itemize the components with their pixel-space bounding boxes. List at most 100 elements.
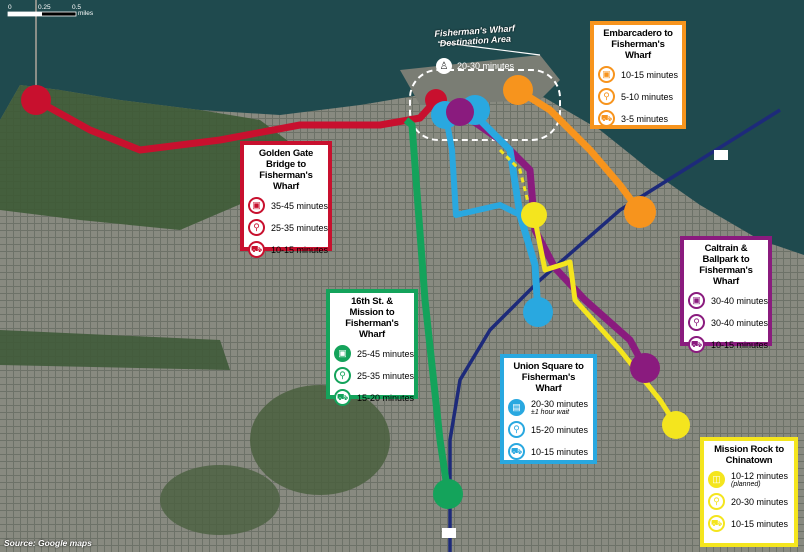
legend-caltrain-ballpark: Caltrain & Ballpark to Fisherman's Wharf… <box>680 236 772 353</box>
legend-time-value: 15-20 minutes <box>531 424 589 435</box>
scale-tick-2: 0.5 <box>72 4 82 11</box>
legend-golden-gate: Golden Gate Bridge to Fisherman's Wharf ▣… <box>240 141 332 258</box>
legend-time-value: 25-35 minutes <box>357 370 415 381</box>
caltrain-endpoint <box>630 353 660 383</box>
bike-icon: ⚲ <box>598 88 615 105</box>
legend-row: ◫ 10-12 minutes(planned) <box>708 471 790 488</box>
scale-bar <box>7 11 77 17</box>
union-square-endpoint <box>523 297 553 327</box>
ggb-endpoint <box>21 85 51 115</box>
legend-mission-rock: Mission Rock to Chinatown◫10-12 minutes(… <box>700 437 798 547</box>
mission-rock-endpoint <box>662 411 690 439</box>
route-mission-rock-planned <box>498 148 532 211</box>
legend-time: 10-15 minutes <box>271 245 328 255</box>
map-source: Source: Google maps <box>4 538 92 548</box>
scale-unit: miles <box>78 10 94 17</box>
legend-time-value: 25-35 minutes <box>271 222 329 233</box>
cable-car-icon: ▤ <box>508 399 525 416</box>
legend-time: 15-20 minutes <box>531 425 588 435</box>
scale-tick-1: 0.25 <box>38 4 51 11</box>
bike-icon: ⚲ <box>708 493 725 510</box>
legend-time-value: 20-30 minutes <box>531 399 589 409</box>
route-union-square-b <box>442 111 522 218</box>
bus-icon: ▣ <box>248 197 265 214</box>
embarcadero-endpoint <box>624 196 656 228</box>
legend-time: 5-10 minutes <box>621 92 673 102</box>
chinatown-endpoint <box>521 202 547 228</box>
legend-union-square: Union Square to Fisherman's Wharf ▤ 20-30 … <box>500 354 597 464</box>
legend-time: 20-30 minutes±1 hour wait <box>531 399 588 416</box>
legend-time-value: 10-12 minutes <box>731 471 789 481</box>
legend-title: Golden Gate Bridge to Fisherman's Wharf <box>258 148 314 192</box>
legend-title: Union Square to Fisherman's Wharf <box>513 361 584 394</box>
streetcar-icon: ◫ <box>708 471 725 488</box>
walk-time: 20-30 minutes <box>457 61 515 71</box>
destination-span-arrow <box>437 41 541 56</box>
train-icon-south <box>442 528 456 538</box>
legend-time-value: 5-10 minutes <box>621 91 674 102</box>
legend-time: 30-40 minutes <box>711 318 768 328</box>
legend-title: 16th St. & Mission to Fisherman's Wharf <box>345 296 399 340</box>
legend-time-value: 10-15 minutes <box>711 339 769 350</box>
legend-time-value: 10-15 minutes <box>271 244 329 255</box>
legend-time-value: 15-20 minutes <box>357 392 415 403</box>
legend-title: Embarcadero to Fisherman's Wharf <box>603 28 673 61</box>
route-16th-mission <box>403 117 452 495</box>
legend-title: Caltrain & Ballpark to Fisherman's Wharf <box>699 243 753 287</box>
route-embarcadero <box>514 86 644 216</box>
bike-icon: ⚲ <box>334 367 351 384</box>
legend-embarcadero: Embarcadero to Fisherman's Wharf ▣ 10-15 m… <box>590 21 686 129</box>
legend-row: ⛟ 15-20 minutes <box>334 389 414 406</box>
legend-time-value: 35-45 minutes <box>271 200 329 211</box>
embarcadero-endpoint-wharf <box>503 75 533 105</box>
legend-row: ▣ 35-45 minutes <box>248 197 328 214</box>
legend-time: 35-45 minutes <box>271 201 328 211</box>
legend-time: 20-30 minutes <box>731 497 788 507</box>
car-icon: ⛟ <box>708 515 725 532</box>
legend-row: ▣ 10-15 minutes <box>598 66 678 83</box>
legend-16th-mission: 16th St. & Mission to Fisherman's Wharf ▣… <box>326 289 418 406</box>
legend-row: ▣25-45 minutes <box>334 345 414 362</box>
car-icon: ⛟ <box>334 389 351 406</box>
legend-time: 10-15 minutes <box>711 340 768 350</box>
mission-endpoint <box>433 479 463 509</box>
park-area <box>160 465 280 535</box>
legend-time: 25-35 minutes <box>357 371 414 381</box>
legend-time: 10-15 minutes <box>621 70 678 80</box>
route-mission-rock <box>531 214 679 427</box>
legend-time: 10-15 minutes <box>731 519 788 529</box>
legend-row: ⛟10-15 minutes <box>508 443 589 460</box>
caltrain-line <box>448 108 781 552</box>
legend-time-value: 30-40 minutes <box>711 317 769 328</box>
destination-walk: ♙ 20-30 minutes <box>436 58 514 74</box>
legend-time: 30-40 minutes <box>711 296 768 306</box>
bike-icon: ⚲ <box>248 219 265 236</box>
legend-row: ⚲ 25-35 minutes <box>334 367 414 384</box>
bike-icon: ⚲ <box>688 314 705 331</box>
car-icon: ⛟ <box>688 336 705 353</box>
legend-row: ⚲ 30-40 minutes <box>688 314 768 331</box>
golden-gate-park <box>0 330 230 370</box>
caltrain-wharf-endpoint <box>446 98 474 126</box>
legend-row: ▣30-40 minutes <box>688 292 768 309</box>
legend-time-value: 3-5 minutes <box>621 113 669 124</box>
legend-row: ⛟ 10-15 minutes <box>708 515 790 532</box>
legend-time-value: 25-45 minutes <box>357 348 415 359</box>
legend-time: 15-20 minutes <box>357 393 414 403</box>
route-golden-gate <box>34 96 439 154</box>
legend-time-note: ±1 hour wait <box>531 409 570 416</box>
car-icon: ⛟ <box>598 110 615 127</box>
train-icon <box>714 150 728 160</box>
legend-time: 25-35 minutes <box>271 223 328 233</box>
scale-tick-0: 0 <box>8 4 12 11</box>
bus-icon: ▣ <box>598 66 615 83</box>
legend-time-value: 20-30 minutes <box>731 496 789 507</box>
legend-time-note: (planned) <box>731 481 761 488</box>
legend-row: ⛟ 3-5 minutes <box>598 110 678 127</box>
bike-icon: ⚲ <box>508 421 525 438</box>
twin-peaks-area <box>250 385 390 495</box>
legend-row: ⚲ 20-30 minutes <box>708 493 790 510</box>
destination-area-outline <box>409 69 561 141</box>
legend-row: ⛟ 10-15 minutes <box>688 336 768 353</box>
walking-person-icon: ♙ <box>436 58 452 74</box>
